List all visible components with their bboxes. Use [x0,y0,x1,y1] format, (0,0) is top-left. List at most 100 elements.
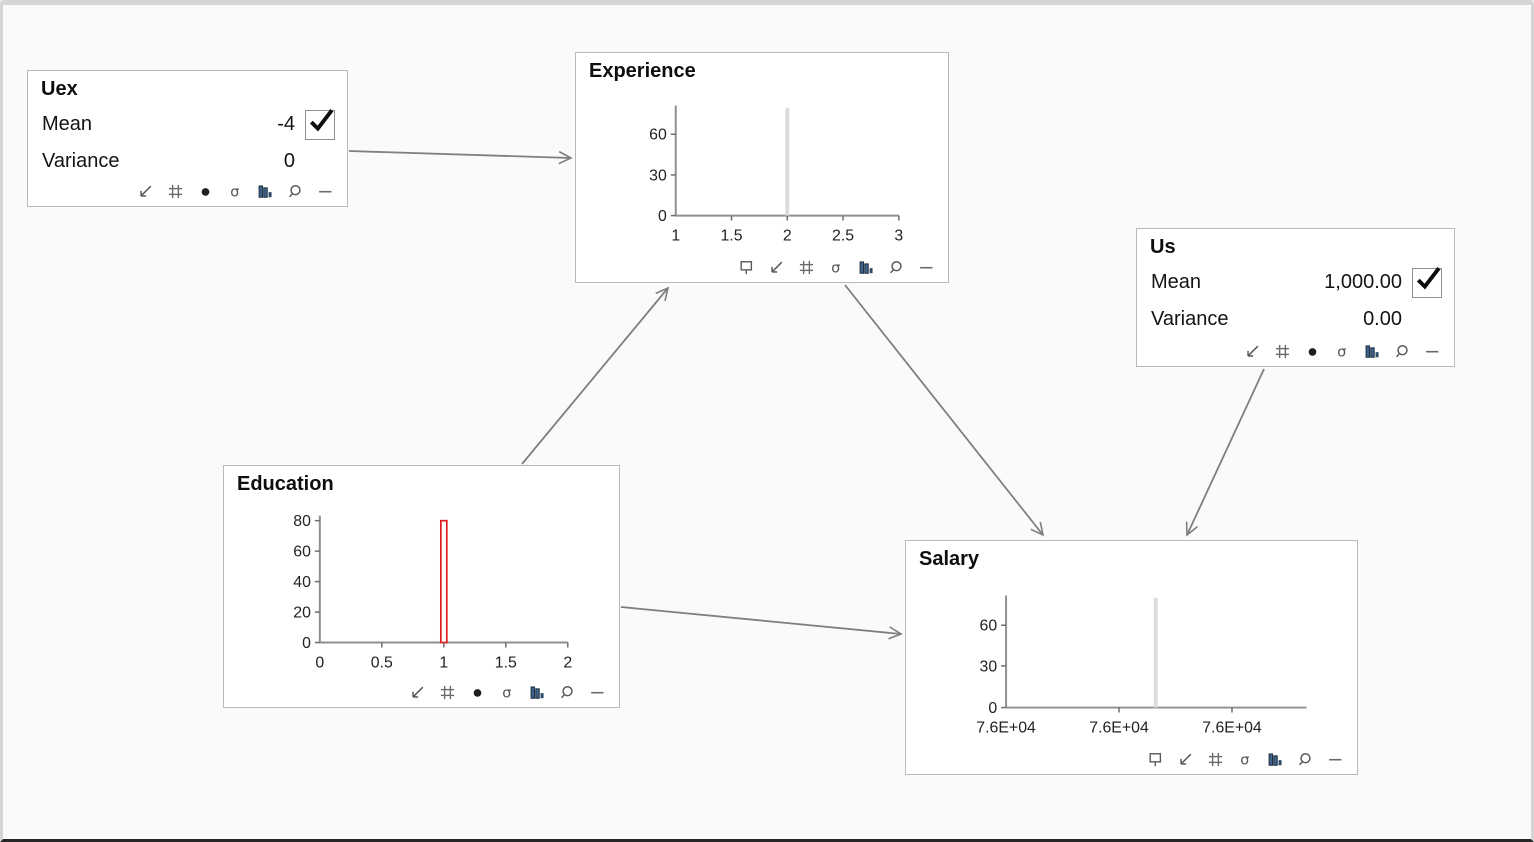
svg-text:3: 3 [894,227,903,244]
arrow-down-left-icon[interactable] [768,259,785,276]
minus-icon[interactable] [317,183,334,200]
edge-education-salary[interactable] [620,606,903,640]
magnifier-icon[interactable] [559,684,576,701]
grid-icon[interactable] [439,684,456,701]
sigma-icon[interactable]: σ [499,684,516,701]
bar-chart-icon[interactable] [1267,751,1284,768]
mean-checkbox[interactable] [305,108,335,140]
stat-rows: Mean 1,000.00 Variance 0.00 [1137,259,1454,338]
svg-text:7.6E+04: 7.6E+04 [1089,719,1149,736]
node-us[interactable]: Us Mean 1,000.00 Variance 0.00 σ [1136,228,1455,367]
node-toolbar: σ [1244,343,1441,360]
arrow-down-left-icon[interactable] [409,684,426,701]
stat-value: 0 [283,150,295,172]
svg-text:2: 2 [783,227,792,244]
node-toolbar: σ [409,684,606,701]
magnifier-icon[interactable] [287,183,304,200]
node-toolbar: σ [738,259,935,276]
stat-row-variance: Variance 0.00 [1151,301,1444,338]
bar-chart-icon[interactable] [529,684,546,701]
sigma-icon[interactable]: σ [227,183,244,200]
flag-icon[interactable] [1147,751,1164,768]
svg-text:60: 60 [980,618,998,635]
edge-us-salary[interactable] [1185,368,1265,537]
svg-text:0: 0 [988,700,997,717]
bar-chart-icon[interactable] [1364,343,1381,360]
svg-text:30: 30 [980,658,998,675]
svg-text:80: 80 [293,513,311,530]
node-title: Us [1150,236,1176,258]
svg-text:1.5: 1.5 [495,654,517,671]
svg-text:0: 0 [302,635,311,652]
svg-text:20: 20 [293,605,311,622]
svg-text:7.6E+04: 7.6E+04 [1202,719,1262,736]
magnifier-icon[interactable] [1394,343,1411,360]
svg-text:7.6E+04: 7.6E+04 [976,719,1036,736]
node-toolbar: σ [1147,751,1344,768]
grid-icon[interactable] [167,183,184,200]
svg-text:σ: σ [230,184,239,200]
svg-text:σ: σ [831,260,840,276]
svg-text:40: 40 [293,574,311,591]
mean-checkbox[interactable] [1412,266,1442,298]
svg-text:σ: σ [502,685,511,701]
stat-value: 0.00 [1363,308,1402,330]
node-title: Education [237,473,334,495]
bar-chart-icon[interactable] [858,259,875,276]
stat-value: -4 [277,113,295,135]
magnifier-icon[interactable] [888,259,905,276]
flag-icon[interactable] [738,259,755,276]
svg-text:0.5: 0.5 [371,654,393,671]
edge-uex-experience[interactable] [348,150,573,165]
stat-row-mean: Mean 1,000.00 [1151,264,1444,301]
edge-education-experience[interactable] [521,286,670,465]
arrow-down-left-icon[interactable] [1177,751,1194,768]
node-uex[interactable]: Uex Mean -4 Variance 0 σ [27,70,348,207]
arrow-down-left-icon[interactable] [1244,343,1261,360]
minus-icon[interactable] [589,684,606,701]
stat-label: Variance [42,150,120,172]
edges-layer [348,150,1265,640]
grid-icon[interactable] [1207,751,1224,768]
stat-rows: Mean -4 Variance 0 [28,101,347,180]
dot-icon[interactable] [197,183,214,200]
svg-text:30: 30 [649,167,667,184]
dot-icon[interactable] [1304,343,1321,360]
svg-text:1: 1 [439,654,448,671]
sigma-icon[interactable]: σ [1334,343,1351,360]
edge-experience-salary[interactable] [844,284,1045,537]
sigma-icon[interactable]: σ [828,259,845,276]
node-toolbar: σ [137,183,334,200]
sigma-icon[interactable]: σ [1237,751,1254,768]
svg-text:1.5: 1.5 [720,227,742,244]
stat-label: Mean [42,113,93,135]
stat-label: Mean [1151,271,1202,293]
checkbox-slot [303,108,337,141]
bar-chart-icon[interactable] [257,183,274,200]
checkbox-slot-empty [1410,304,1444,336]
stat-value: 1,000.00 [1324,271,1402,293]
grid-icon[interactable] [798,259,815,276]
dot-icon[interactable] [469,684,486,701]
salary-chart: 7.6E+04 7.6E+04 7.6E+04 0 30 60 [976,595,1307,736]
svg-text:1: 1 [671,227,680,244]
node-title: Experience [589,60,696,82]
stat-row-mean: Mean -4 [42,106,337,143]
checkbox-slot [1410,266,1444,299]
minus-icon[interactable] [918,259,935,276]
magnifier-icon[interactable] [1297,751,1314,768]
grid-icon[interactable] [1274,343,1291,360]
minus-icon[interactable] [1327,751,1344,768]
svg-text:60: 60 [293,544,311,561]
minus-icon[interactable] [1424,343,1441,360]
arrow-down-left-icon[interactable] [137,183,154,200]
svg-text:σ: σ [1240,752,1249,768]
svg-text:σ: σ [1337,344,1346,360]
node-title: Uex [41,78,78,100]
